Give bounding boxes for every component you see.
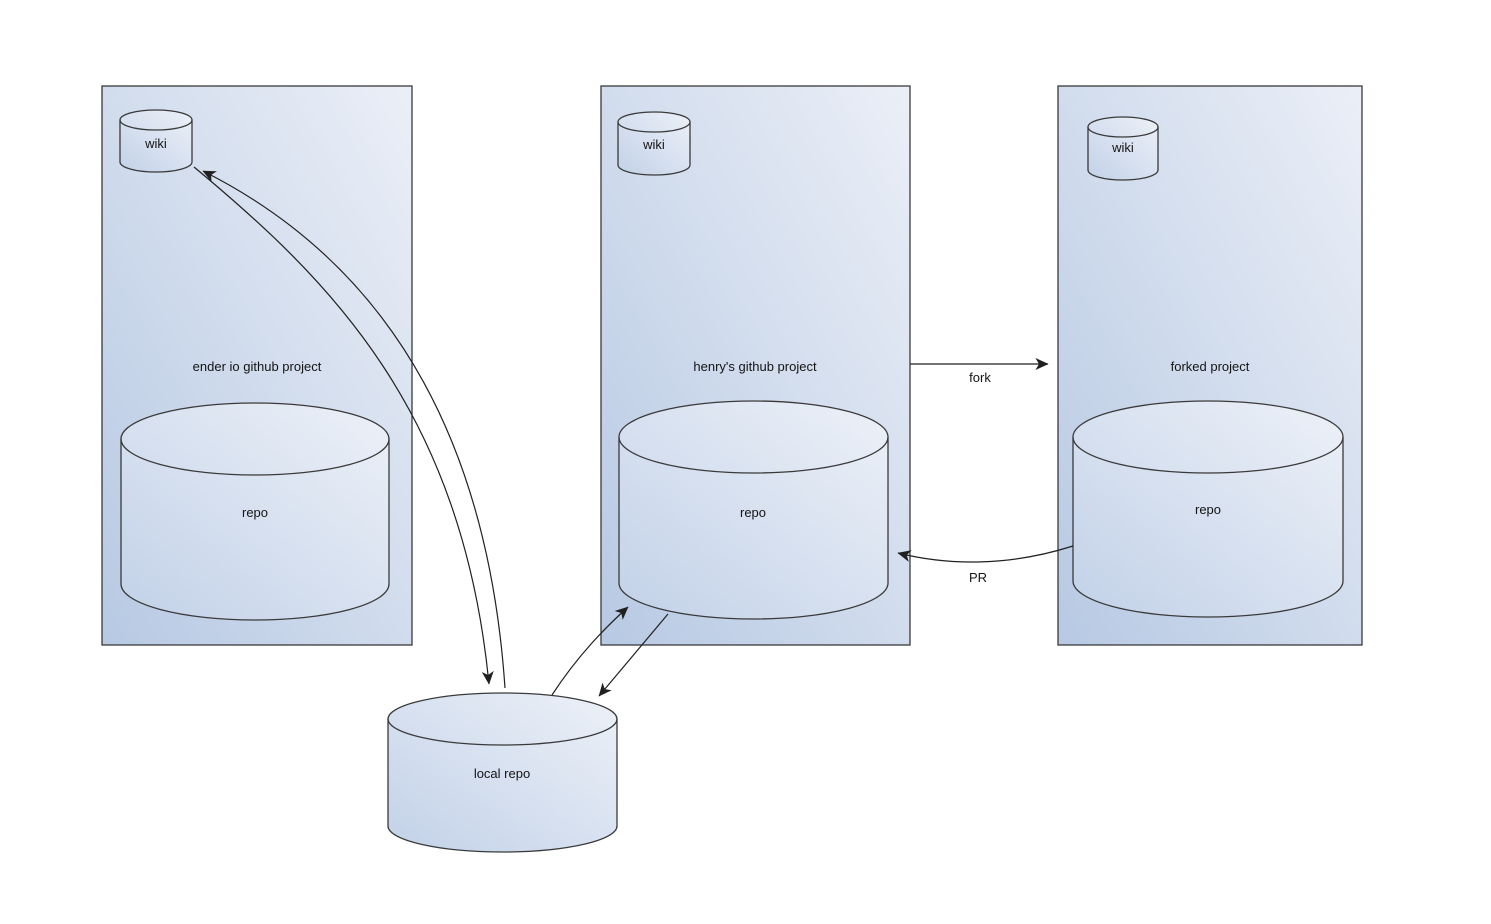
- forked-wiki-cylinder-lip: [1087, 126, 1159, 138]
- local-repo-label: local repo: [474, 766, 530, 781]
- node-ender-wiki: wiki: [119, 109, 193, 173]
- edge-pr: PR: [897, 545, 1074, 585]
- node-ender-repo: repo: [120, 402, 390, 621]
- edge-local-repo-to-ender-wiki: [202, 170, 506, 689]
- edge-fork: fork: [910, 358, 1049, 385]
- edge-local-repo-to-henry-repo: [551, 606, 629, 696]
- forked-repo-label: repo: [1195, 502, 1221, 517]
- henry-repo-to-local-repo-arrow: [598, 613, 669, 697]
- forked-wiki-label: wiki: [1111, 140, 1134, 155]
- node-local-repo: local repo: [387, 692, 618, 853]
- ender-repo-label: repo: [242, 505, 268, 520]
- forked-repo-cylinder-lip: [1072, 436, 1344, 474]
- panel-forked-label: forked project: [1171, 359, 1250, 374]
- local-repo-cylinder-lip: [387, 718, 618, 746]
- henry-wiki-cylinder-lip: [617, 121, 691, 133]
- henry-repo-cylinder-lip: [618, 436, 889, 474]
- local-repo-cylinder: [387, 692, 618, 853]
- panel-ender-io-label: ender io github project: [193, 359, 322, 374]
- henry-wiki-label: wiki: [642, 137, 665, 152]
- forked-repo-cylinder: [1072, 400, 1344, 618]
- pr-arrow: [897, 545, 1074, 563]
- fork-edge-label: fork: [969, 370, 991, 385]
- local-repo-to-ender-wiki-arrow: [202, 170, 506, 689]
- pr-edge-label: PR: [969, 570, 987, 585]
- ender-repo-cylinder-lip: [120, 438, 390, 476]
- henry-repo-cylinder: [618, 400, 889, 620]
- henry-repo-label: repo: [740, 505, 766, 520]
- ender-wiki-cylinder-lip: [119, 119, 193, 131]
- edge-henry-repo-to-local-repo: [598, 613, 669, 697]
- ender-wiki-label: wiki: [144, 136, 167, 151]
- henry-wiki-cylinder: [617, 111, 691, 176]
- ender-wiki-to-local-repo-arrow: [193, 166, 494, 685]
- ender-repo-cylinder: [120, 402, 390, 621]
- node-forked-wiki: wiki: [1087, 116, 1159, 181]
- forked-wiki-cylinder: [1087, 116, 1159, 181]
- local-repo-to-henry-repo-arrow: [551, 606, 629, 696]
- ender-wiki-cylinder: [119, 109, 193, 173]
- node-henry-repo: repo: [618, 400, 889, 620]
- edge-ender-wiki-to-local-repo: [193, 166, 494, 685]
- node-forked-repo: repo: [1072, 400, 1344, 618]
- node-henry-wiki: wiki: [617, 111, 691, 176]
- panel-henrys-label: henry's github project: [693, 359, 817, 374]
